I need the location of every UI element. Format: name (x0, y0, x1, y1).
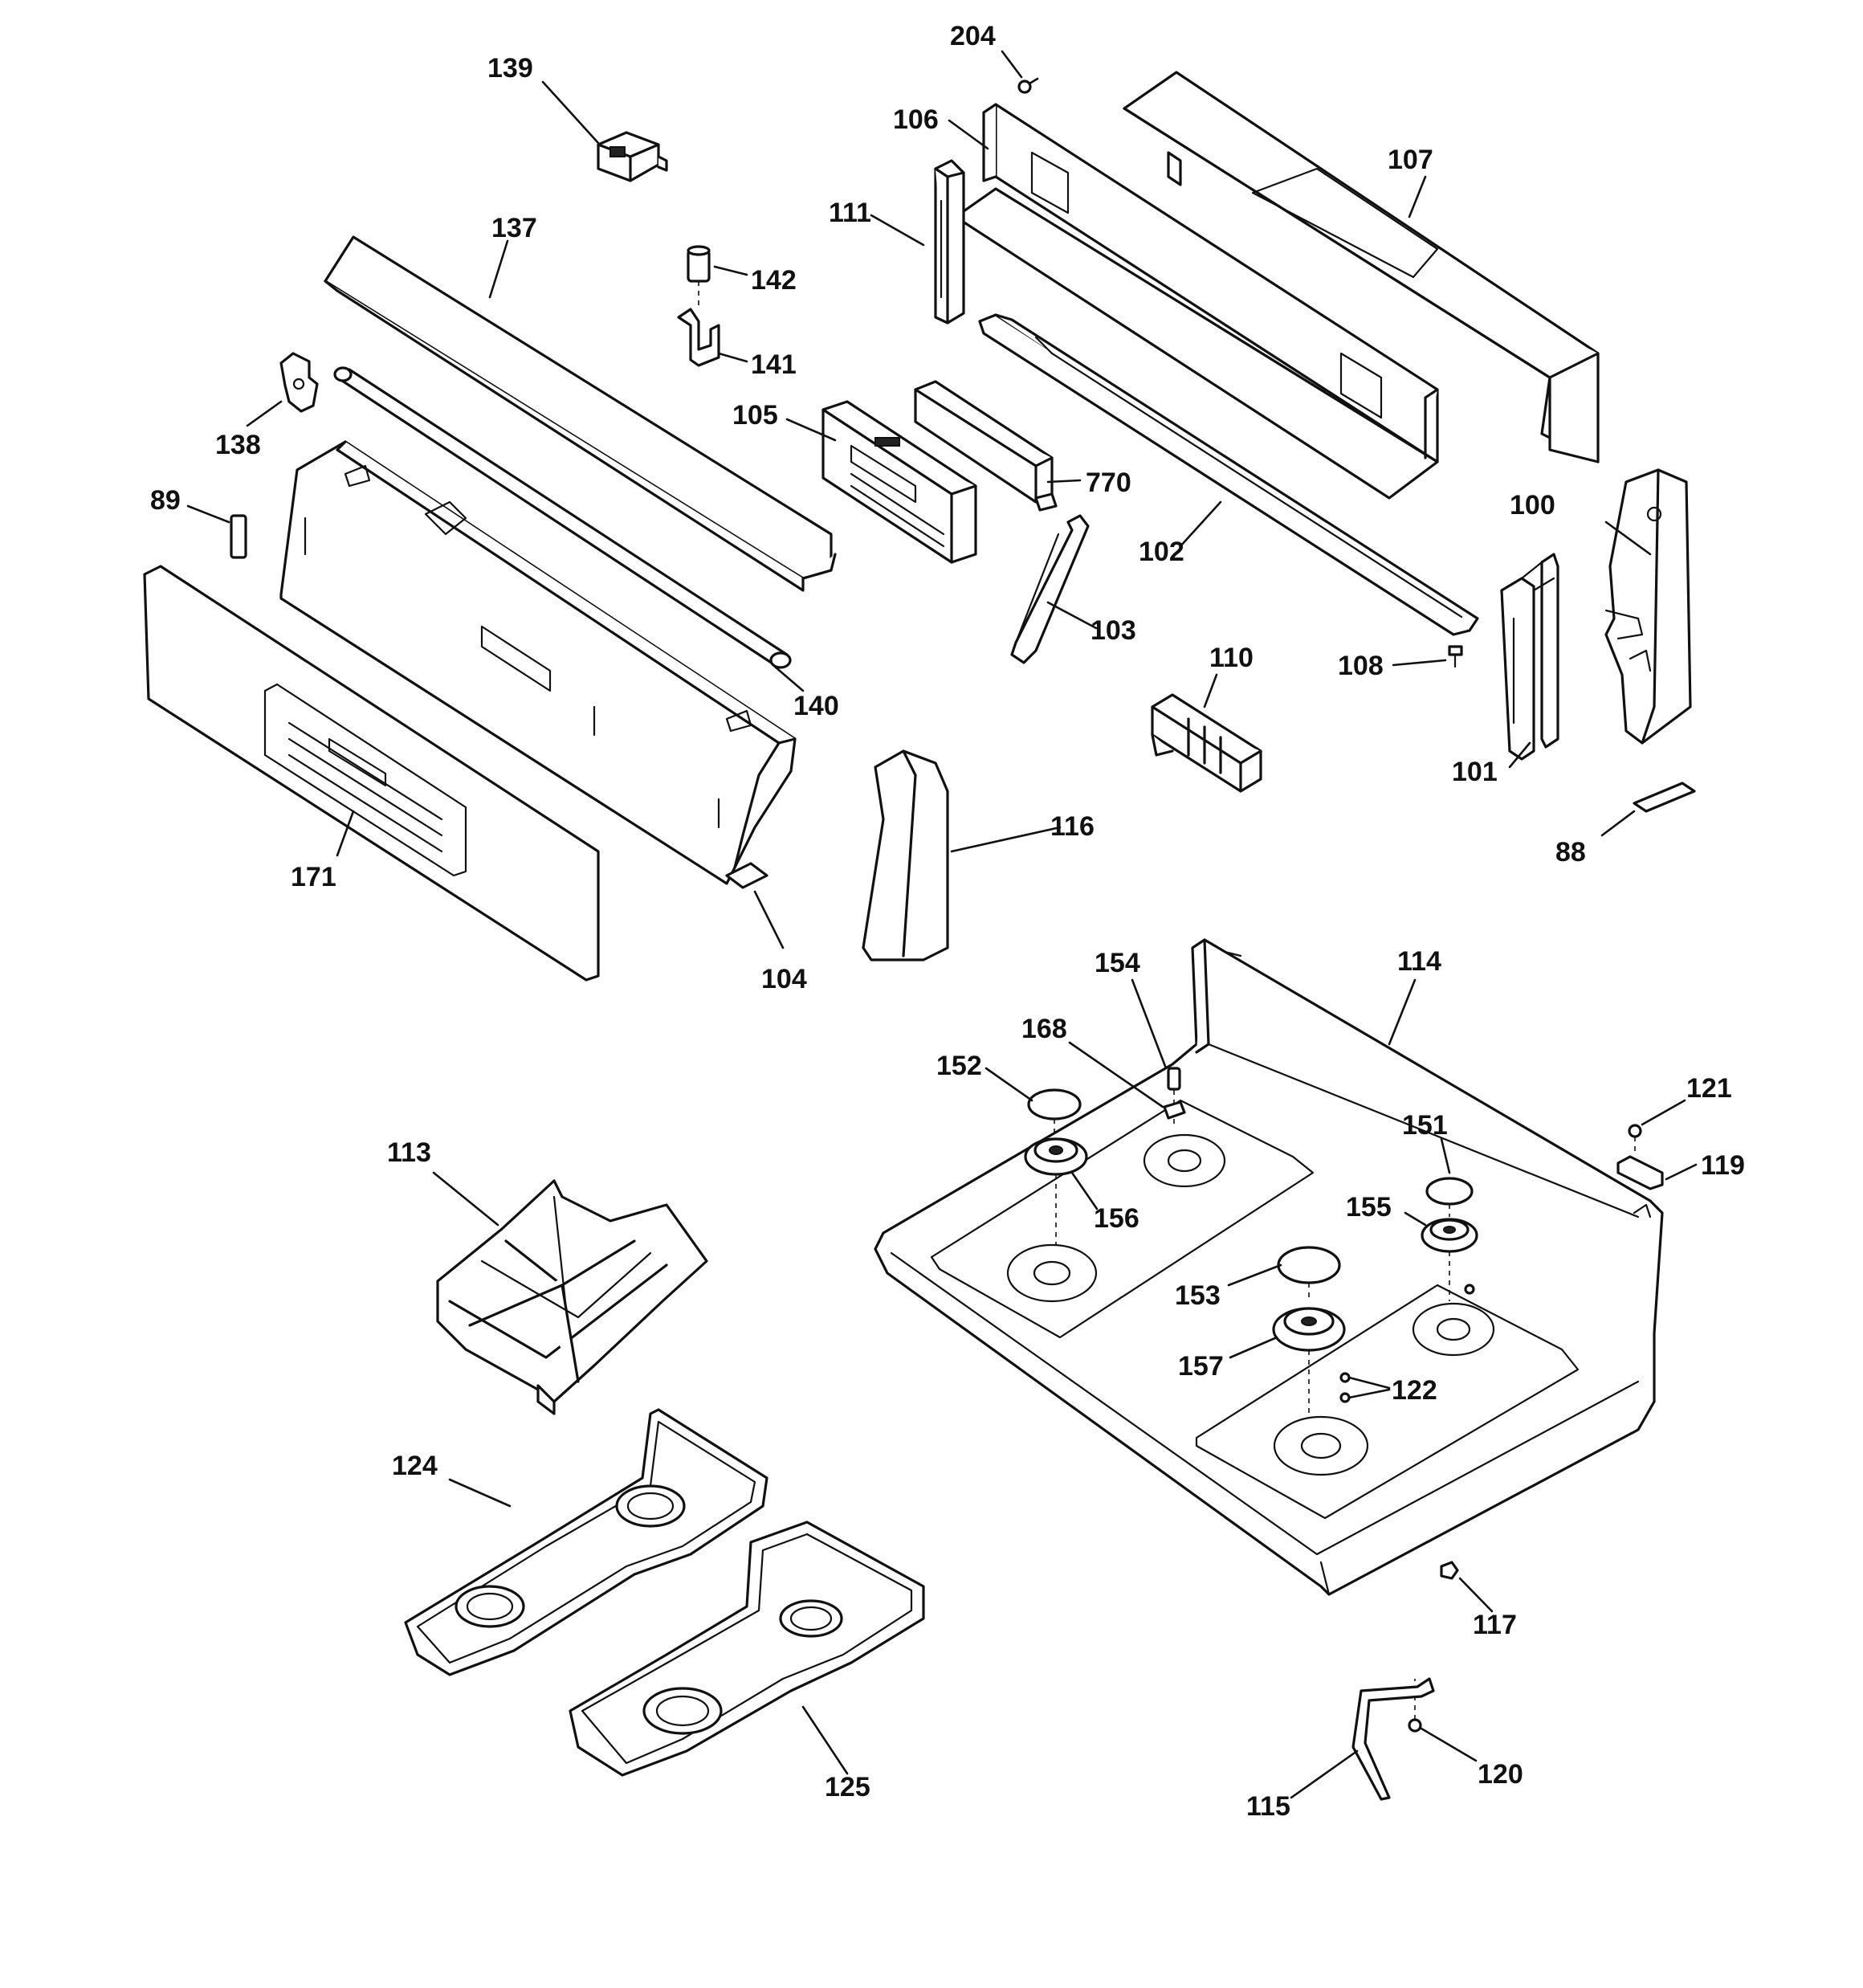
part-142-lamp-socket (687, 245, 711, 309)
part-110-terminal-block (1151, 693, 1262, 793)
label-111: 111 (829, 198, 871, 228)
part-106-rear-panel (954, 103, 1439, 500)
part-119-hinge-bracket (1616, 1155, 1664, 1190)
label-139: 139 (487, 53, 533, 84)
part-120-screw (1408, 1679, 1422, 1733)
part-108-screw (1448, 645, 1463, 668)
label-110: 110 (1209, 643, 1254, 673)
part-88-end-cap (1633, 782, 1696, 813)
label-119: 119 (1701, 1150, 1745, 1181)
label-157: 157 (1178, 1351, 1224, 1382)
label-89: 89 (150, 485, 181, 516)
part-121-screw (1628, 1124, 1642, 1153)
part-111-end-bracket (934, 159, 965, 325)
label-171: 171 (291, 862, 336, 892)
part-labels: 204 139 106 107 111 137 142 141 138 105 … (150, 21, 1745, 1822)
part-113-burner-grate (436, 1179, 708, 1415)
label-121: 121 (1686, 1073, 1732, 1104)
label-115: 115 (1246, 1791, 1290, 1822)
label-141: 141 (751, 349, 797, 380)
leader-lines (186, 50, 1698, 1799)
label-155: 155 (1346, 1192, 1392, 1223)
label-88: 88 (1555, 837, 1586, 867)
part-156-burner-head (1024, 1137, 1088, 1245)
part-105-control-board (821, 400, 977, 564)
label-152: 152 (936, 1051, 982, 1081)
part-204-screw (1017, 77, 1039, 94)
part-171-overlay (143, 565, 600, 982)
part-152-burner-cap (1027, 1088, 1082, 1137)
label-140: 140 (793, 691, 839, 721)
part-114-cooktop (874, 938, 1664, 1596)
part-101-end-bracket (1500, 553, 1559, 761)
part-139-switch (597, 131, 668, 182)
part-157-burner-head (1272, 1307, 1346, 1414)
part-140-fluorescent-tube (333, 366, 792, 669)
label-138: 138 (215, 430, 261, 460)
part-115-support-rod (1351, 1677, 1435, 1801)
label-117: 117 (1473, 1610, 1517, 1640)
label-142: 142 (751, 265, 797, 296)
part-124-drip-pan (404, 1408, 768, 1676)
label-104: 104 (761, 964, 807, 994)
label-100: 100 (1510, 490, 1555, 520)
part-138-lamp-holder (279, 352, 319, 413)
label-124: 124 (392, 1451, 438, 1481)
part-125-drip-pan (569, 1521, 925, 1777)
part-137-light-shield (324, 235, 837, 592)
part-102-rail (978, 313, 1479, 636)
label-154: 154 (1095, 948, 1140, 978)
part-116-end-molding (862, 749, 949, 961)
part-154-electrode (1167, 1067, 1181, 1125)
label-107: 107 (1388, 145, 1433, 175)
label-114: 114 (1397, 946, 1441, 977)
label-156: 156 (1094, 1203, 1139, 1234)
label-137: 137 (491, 213, 537, 243)
part-100-end-panel (1604, 468, 1692, 745)
label-106: 106 (893, 104, 939, 135)
part-89-end-cap (230, 514, 247, 559)
label-153: 153 (1175, 1280, 1221, 1311)
label-168: 168 (1021, 1014, 1067, 1044)
label-113: 113 (387, 1137, 431, 1168)
part-141-lamp-bracket (677, 308, 720, 367)
label-125: 125 (825, 1772, 870, 1802)
label-120: 120 (1478, 1759, 1523, 1790)
part-117-nut (1440, 1561, 1459, 1580)
label-151: 151 (1402, 1110, 1448, 1141)
label-105: 105 (732, 400, 778, 431)
part-770-board-bracket (914, 380, 1058, 512)
part-104-panel-housing (279, 440, 797, 889)
part-151-burner-cap (1425, 1177, 1474, 1217)
label-102: 102 (1139, 537, 1184, 567)
part-107-top-cover (1123, 71, 1600, 463)
label-101: 101 (1452, 757, 1498, 787)
part-155-burner-head (1421, 1218, 1478, 1301)
part-168-electrode-clip (1163, 1100, 1186, 1120)
label-122: 122 (1392, 1375, 1437, 1406)
label-116: 116 (1050, 811, 1095, 842)
label-770: 770 (1086, 467, 1131, 498)
label-108: 108 (1338, 651, 1384, 681)
label-103: 103 (1090, 615, 1136, 646)
part-103-support-arm (1010, 514, 1090, 664)
label-204: 204 (950, 21, 996, 51)
